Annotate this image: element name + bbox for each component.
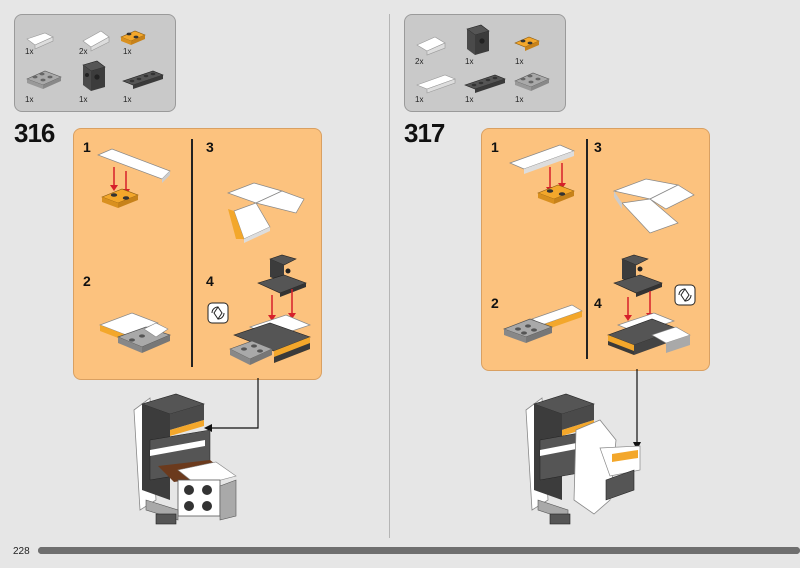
substep-number: 2: [83, 273, 91, 289]
substep-number: 3: [206, 139, 214, 155]
substep4-illustration: [229, 254, 311, 365]
part-qty: 1x: [25, 95, 34, 104]
part-qty: 1x: [515, 95, 524, 104]
dark-plate-long-icon: [122, 70, 164, 89]
step-panel-317: 1 3 2 4: [481, 128, 710, 371]
gray-plate-icon: [514, 72, 550, 91]
dark-bracket-icon: [466, 24, 490, 55]
dark-bracket-icon: [82, 60, 106, 91]
substep-number: 4: [594, 295, 602, 311]
substep-number: 1: [491, 139, 499, 155]
part-qty: 1x: [79, 95, 88, 104]
substep4-illustration: [607, 254, 691, 355]
orange-plate-icon: [514, 36, 540, 51]
rotate-icon: [674, 284, 696, 306]
parts-list-317: 2x 1x 1x 1x 1x 1x: [404, 14, 566, 112]
step-panel-316: 1 3 2 4: [73, 128, 322, 380]
parts-illustrations: [26, 30, 164, 91]
substep-number: 4: [206, 273, 214, 289]
part-qty: 1x: [123, 47, 132, 56]
panel-divider: [586, 139, 588, 359]
page-divider: [389, 14, 390, 538]
substep-number: 3: [594, 139, 602, 155]
white-plate-long-icon: [416, 74, 456, 94]
page-number: 228: [13, 546, 30, 557]
panel-divider: [191, 139, 193, 367]
white-curved-slope-icon: [26, 32, 54, 50]
orange-plate-icon: [120, 30, 146, 45]
part-qty: 1x: [415, 95, 424, 104]
part-qty: 2x: [79, 47, 88, 56]
substep2-illustration: [99, 312, 171, 353]
panel-illustrations: [503, 144, 696, 355]
substep1-illustration: [509, 144, 575, 204]
progress-bar: [38, 547, 800, 554]
gray-plate-icon: [26, 70, 62, 89]
step-number: 316: [14, 118, 55, 148]
part-qty: 1x: [515, 57, 524, 66]
part-qty: 1x: [465, 95, 474, 104]
substep2-illustration: [503, 304, 583, 343]
substep1-illustration: [97, 148, 171, 208]
parts-illustrations: [416, 24, 550, 94]
part-qty: 2x: [415, 57, 424, 66]
part-qty: 1x: [465, 57, 474, 66]
dark-plate-long-icon: [464, 74, 506, 93]
substep-number: 2: [491, 295, 499, 311]
substep3-illustration: [612, 178, 695, 234]
panel-illustrations: [97, 148, 311, 365]
substep3-illustration: [226, 182, 305, 243]
parts-list-316: 1x 2x 1x 1x 1x 1x: [14, 14, 176, 112]
substep-number: 1: [83, 139, 91, 155]
step-number: 317: [404, 118, 445, 148]
progress-fill: [38, 547, 800, 554]
rotate-icon: [207, 302, 229, 324]
white-curved-slope-icon-2: [82, 30, 110, 52]
part-qty: 1x: [25, 47, 34, 56]
part-qty: 1x: [123, 95, 132, 104]
white-curved-slope-icon: [416, 36, 446, 56]
